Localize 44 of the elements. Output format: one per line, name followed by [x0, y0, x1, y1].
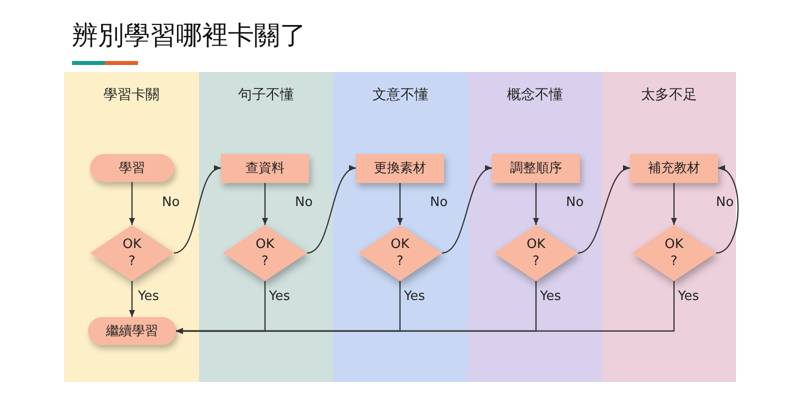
column-band: [199, 72, 333, 382]
decision-diamond: OK ?: [632, 225, 716, 281]
arrow: [397, 182, 403, 225]
column-header: 句子不懂: [237, 86, 295, 104]
edge-label: No: [162, 195, 180, 210]
process-box: 更換素材: [356, 154, 444, 182]
arrow: [129, 182, 135, 225]
edge-label: Yes: [138, 289, 159, 304]
terminal-box: 繼續學習: [88, 317, 176, 345]
terminal-box: 學習: [90, 154, 174, 182]
edge-label: No: [566, 195, 584, 210]
column-band: [64, 72, 199, 382]
edge-label: Yes: [540, 289, 561, 304]
decision-diamond: OK ?: [358, 225, 442, 281]
column-header: 學習卡關: [102, 86, 160, 104]
arrow: [442, 167, 492, 254]
arrow: [716, 166, 739, 254]
arrow: [174, 167, 222, 254]
edge-label: No: [430, 195, 448, 210]
arrow: [306, 167, 356, 254]
title: 辨別學習哪裡卡關了: [72, 20, 306, 53]
decision-diamond: OK ?: [90, 225, 174, 281]
edge-label: No: [295, 195, 313, 210]
column-header: 太多不足: [640, 86, 698, 104]
edge-label: No: [716, 195, 734, 210]
edge-label: Yes: [404, 289, 425, 304]
arrow: [671, 182, 677, 225]
arrow: [262, 182, 268, 225]
process-box: 補充教材: [630, 154, 718, 182]
column-band: [468, 72, 602, 382]
arrow: [129, 281, 135, 317]
column-header: 概念不懂: [506, 86, 564, 104]
process-box: 查資料: [221, 154, 309, 182]
column-band: [333, 72, 468, 382]
process-box: 調整順序: [492, 154, 580, 182]
edge-label: Yes: [678, 289, 699, 304]
arrow: [533, 182, 539, 225]
arrow: [578, 167, 630, 254]
column-band: [602, 72, 736, 382]
decision-diamond: OK ?: [494, 225, 578, 281]
column-header: 文意不懂: [372, 86, 430, 104]
decision-diamond: OK ?: [223, 225, 307, 281]
edge-label: Yes: [269, 289, 290, 304]
arrow: [176, 281, 675, 334]
